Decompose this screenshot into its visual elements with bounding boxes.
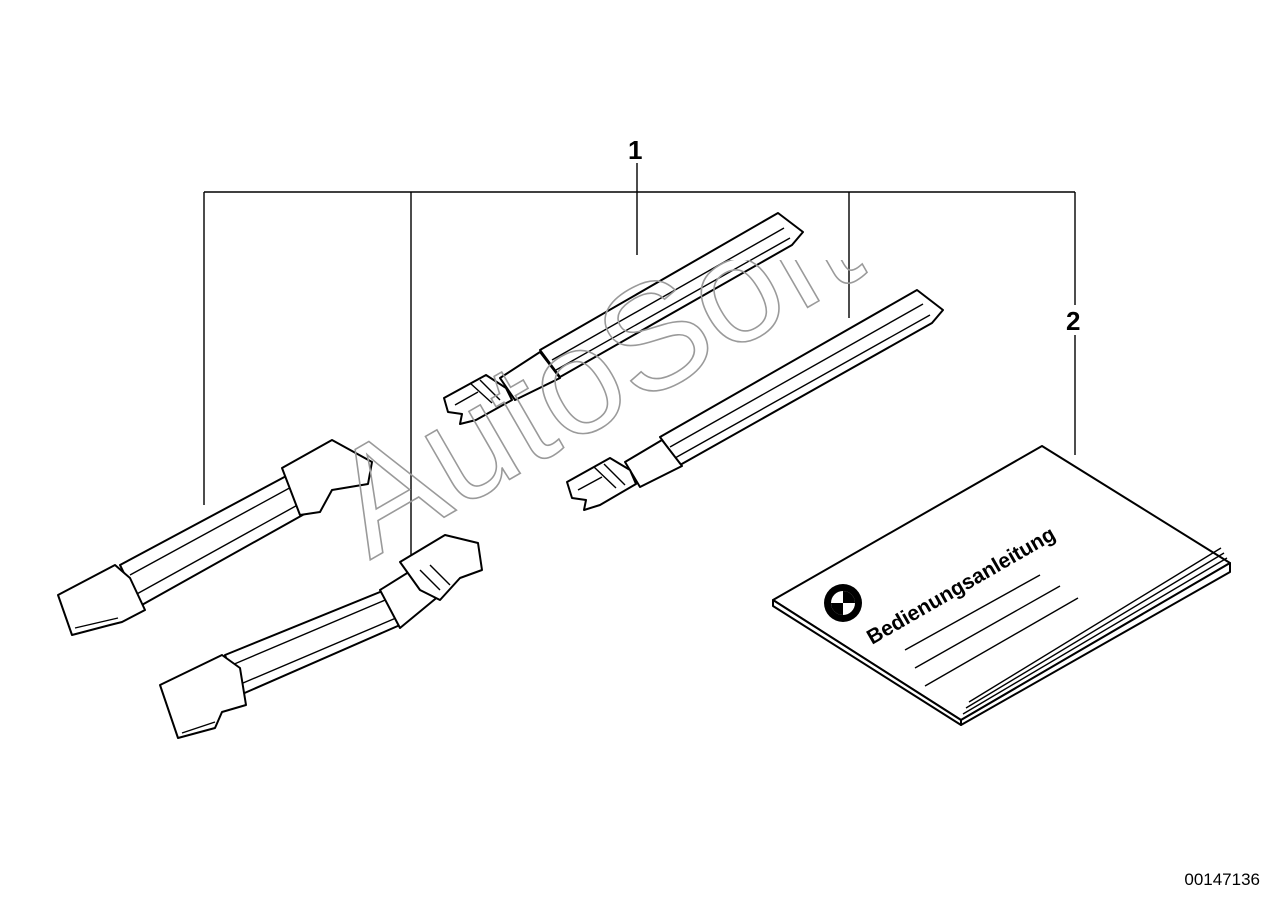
watermark-text: AutoSoft xyxy=(330,260,884,580)
strap-with-hook-left xyxy=(57,439,373,636)
callout-item-2: 2 xyxy=(1066,306,1081,336)
diagram-number: 00147136 xyxy=(1184,870,1260,889)
watermark: AutoSoft xyxy=(330,260,885,580)
strap-with-buckle-top xyxy=(443,212,804,425)
callout-item-1: 1 xyxy=(628,135,643,165)
strap-with-buckle-right xyxy=(566,289,944,511)
strap-with-hook-lower xyxy=(159,534,483,739)
leader-lines xyxy=(203,163,1076,560)
owners-manual-booklet: Bedienungsanleitung xyxy=(772,445,1231,726)
bmw-roundel-icon xyxy=(824,584,862,622)
